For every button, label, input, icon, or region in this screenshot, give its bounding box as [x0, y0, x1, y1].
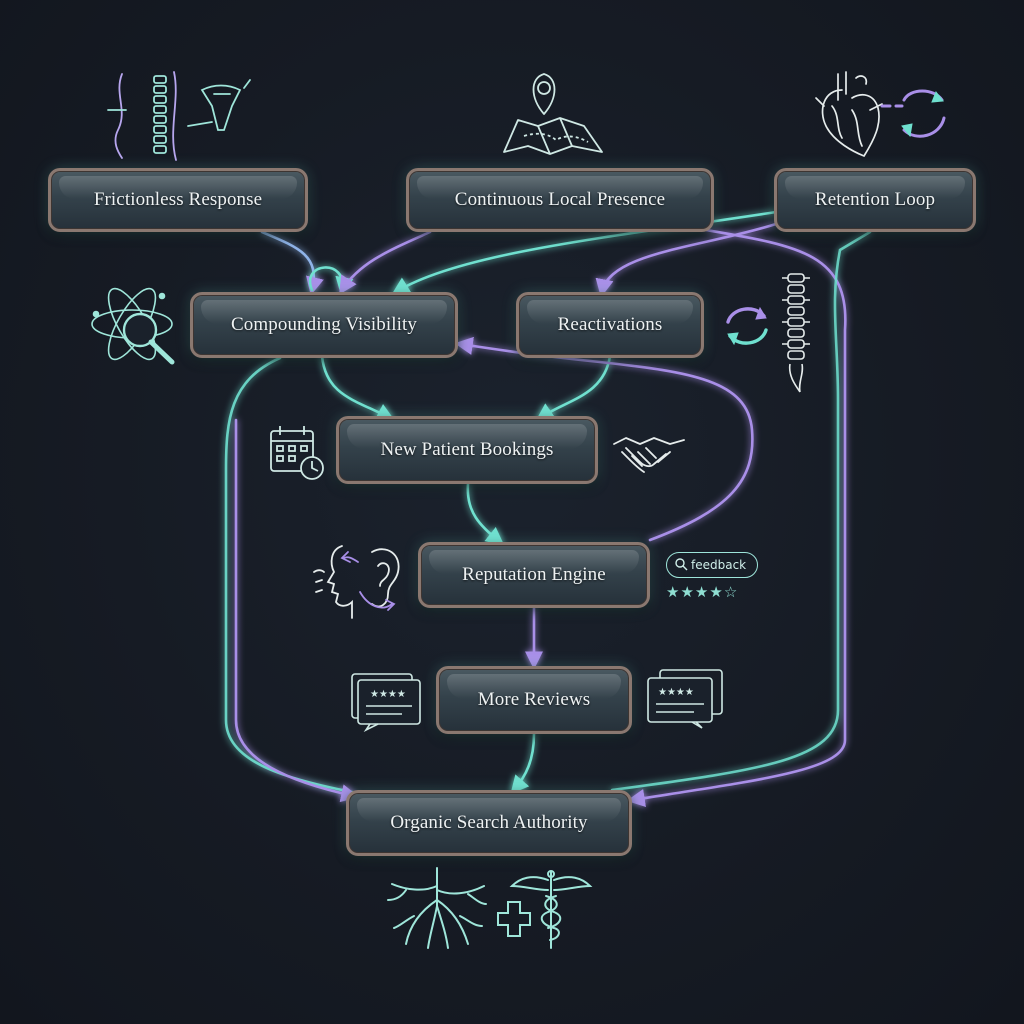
edge-presence-authority: [626, 228, 847, 808]
refresh-loop-icon: [880, 89, 946, 138]
user-search-icon: [675, 558, 688, 571]
node-continuous-local-presence[interactable]: Continuous Local Presence: [406, 168, 714, 232]
review-card-right-icon: ★★★★: [647, 669, 723, 729]
edge-bookings-reputation: [466, 482, 505, 546]
edge-visibility-loop: [308, 266, 354, 296]
edge-visibility-authority-violet: [234, 418, 360, 803]
spine-icon: [782, 273, 810, 393]
feedback-label: feedback: [691, 558, 747, 572]
star-filled-icon: ★: [666, 583, 681, 601]
sync-arrows-icon: [726, 306, 768, 346]
star-rating: ★★★★☆: [666, 583, 766, 601]
review-card-left-icon: ★★★★: [351, 673, 421, 732]
node-label: Retention Loop: [814, 189, 936, 210]
edge-reviews-authority: [510, 732, 536, 795]
edge-presence-visibility: [339, 230, 432, 295]
edge-visibility-bookings: [320, 354, 395, 421]
node-reactivations[interactable]: Reactivations: [516, 292, 704, 358]
node-frictionless-response[interactable]: Frictionless Response: [48, 168, 308, 232]
node-new-patient-bookings[interactable]: New Patient Bookings: [336, 416, 598, 484]
edge-retention-reactivations: [595, 222, 778, 298]
node-label: New Patient Bookings: [380, 439, 554, 460]
location-map-icon: [503, 73, 603, 155]
heart-anatomy-icon: [815, 71, 883, 158]
node-reputation-engine[interactable]: Reputation Engine: [418, 542, 650, 608]
star-filled-icon: ★: [694, 583, 710, 601]
caduceus-icon: [509, 870, 593, 949]
node-label: Organic Search Authority: [390, 812, 588, 833]
roots-icon: [387, 867, 487, 949]
body-anatomy-icon: [107, 71, 251, 161]
star-empty-icon: ☆: [723, 583, 739, 601]
edge-reactivations-bookings: [535, 354, 612, 422]
node-compounding-visibility[interactable]: Compounding Visibility: [190, 292, 458, 358]
handshake-icon: [613, 437, 685, 473]
node-label: Frictionless Response: [93, 189, 263, 210]
calendar-clock-icon: [270, 426, 324, 480]
star-filled-icon: ★: [709, 583, 724, 601]
svg-text:★★★★: ★★★★: [658, 687, 694, 698]
node-label: Continuous Local Presence: [454, 189, 666, 210]
feedback-bubble: feedback: [666, 552, 758, 578]
svg-text:★★★★: ★★★★: [370, 689, 406, 700]
node-label: Reactivations: [557, 314, 663, 335]
edge-retention-authority: [610, 230, 872, 792]
node-retention-loop[interactable]: Retention Loop: [774, 168, 976, 232]
node-label: Compounding Visibility: [231, 314, 417, 335]
node-organic-search-authority[interactable]: Organic Search Authority: [346, 790, 632, 856]
edge-frictionless-visibility: [260, 230, 324, 296]
speaking-listening-icon: [313, 545, 400, 619]
node-label: More Reviews: [477, 689, 591, 710]
star-filled-icon: ★: [680, 583, 695, 601]
atom-magnifier-icon: [91, 287, 175, 365]
medical-cross-icon: [497, 901, 531, 937]
node-label: Reputation Engine: [462, 564, 606, 585]
node-more-reviews[interactable]: More Reviews: [436, 666, 632, 734]
